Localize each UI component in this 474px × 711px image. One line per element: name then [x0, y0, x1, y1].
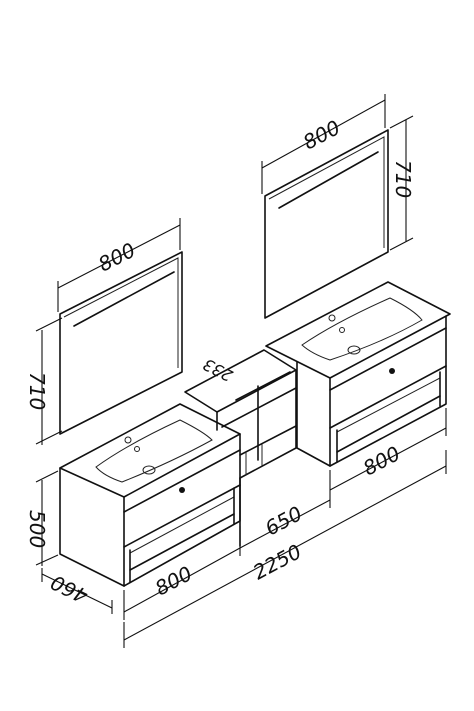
- right-mirror-height-label: 710: [391, 160, 415, 198]
- left-drain: [142, 465, 156, 475]
- right-mirror-width-label: 800: [299, 115, 344, 154]
- left-mirror-height-dimension: 710: [25, 317, 63, 445]
- left-mirror-led-strip: [73, 271, 175, 327]
- left-drawer-knob: [179, 487, 185, 493]
- left-mirror-width-dimension: 800: [57, 218, 181, 312]
- right-drain: [347, 345, 361, 355]
- left-mirror: [59, 251, 183, 435]
- right-basin: [301, 297, 423, 361]
- right-mirror-width-dimension: 800: [261, 94, 386, 194]
- cabinet-height-dimension: 500: [25, 470, 59, 566]
- right-cabinet: [265, 281, 451, 467]
- right-faucet-hole: [328, 314, 336, 322]
- left-basin: [95, 419, 213, 483]
- cabinet-depth-label: 460: [47, 570, 92, 608]
- left-mirror-height-label: 710: [25, 372, 49, 410]
- total-width-label: 2250: [249, 539, 305, 584]
- right-mirror-led-strip: [278, 151, 379, 209]
- right-mirror: [264, 129, 389, 319]
- width-dimensions: 800 650 800 2250: [123, 408, 447, 648]
- left-mirror-width-label: 800: [94, 238, 139, 277]
- shelf-width-label: 650: [261, 501, 306, 540]
- cabinet-height-label: 500: [25, 510, 49, 548]
- left-faucet-hole: [124, 436, 132, 444]
- right-mirror-height-dimension: 710: [389, 115, 415, 251]
- left-cabinet: [59, 403, 241, 587]
- right-drawer-knob: [389, 368, 395, 374]
